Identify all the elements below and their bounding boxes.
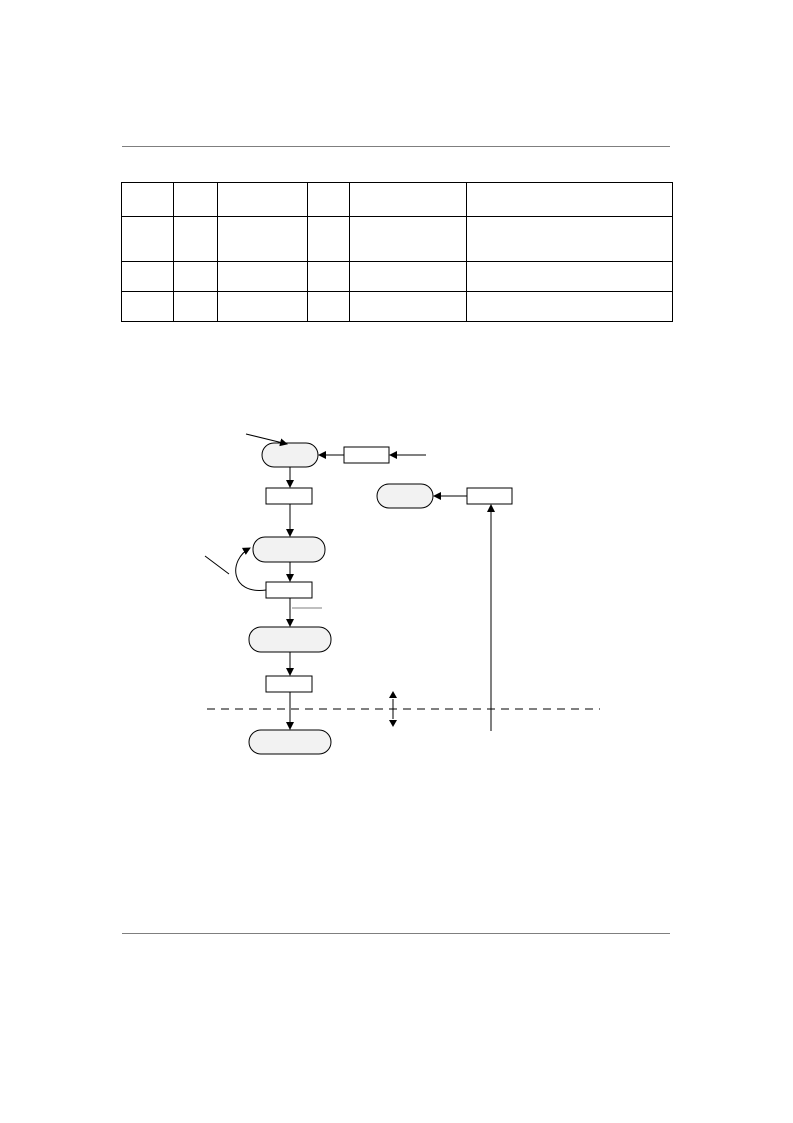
event-box-4 — [265, 581, 313, 599]
state-node-5 — [248, 729, 332, 755]
event-box-5 — [265, 675, 313, 693]
table-row — [121, 216, 673, 262]
table-cell — [217, 182, 308, 217]
table-cell — [466, 261, 673, 292]
event-box-3 — [466, 487, 513, 505]
footer-rule — [122, 933, 670, 934]
table-cell — [217, 216, 308, 262]
double-arrow-head-up — [389, 691, 397, 698]
state-node-1 — [261, 442, 319, 468]
table-cell — [349, 291, 467, 322]
annotation-leader — [204, 555, 230, 575]
state-node-4 — [248, 626, 332, 653]
entry-arrow — [245, 433, 288, 447]
loop-arrow — [235, 547, 267, 591]
spec-table — [121, 182, 673, 322]
table-cell — [121, 291, 174, 322]
header-rule — [122, 146, 670, 147]
table-cell — [121, 261, 174, 292]
table-cell — [121, 216, 174, 262]
table-cell — [173, 291, 218, 322]
table-cell — [466, 216, 673, 262]
table-cell — [466, 291, 673, 322]
table-cell — [173, 261, 218, 292]
event-box-2 — [265, 487, 313, 505]
table-row — [121, 291, 673, 322]
event-box-1 — [343, 446, 390, 464]
table-cell — [349, 216, 467, 262]
table-row — [121, 261, 673, 292]
double-arrow-head-down — [389, 720, 397, 727]
state-node-2 — [376, 483, 434, 509]
state-node-3 — [252, 536, 326, 563]
